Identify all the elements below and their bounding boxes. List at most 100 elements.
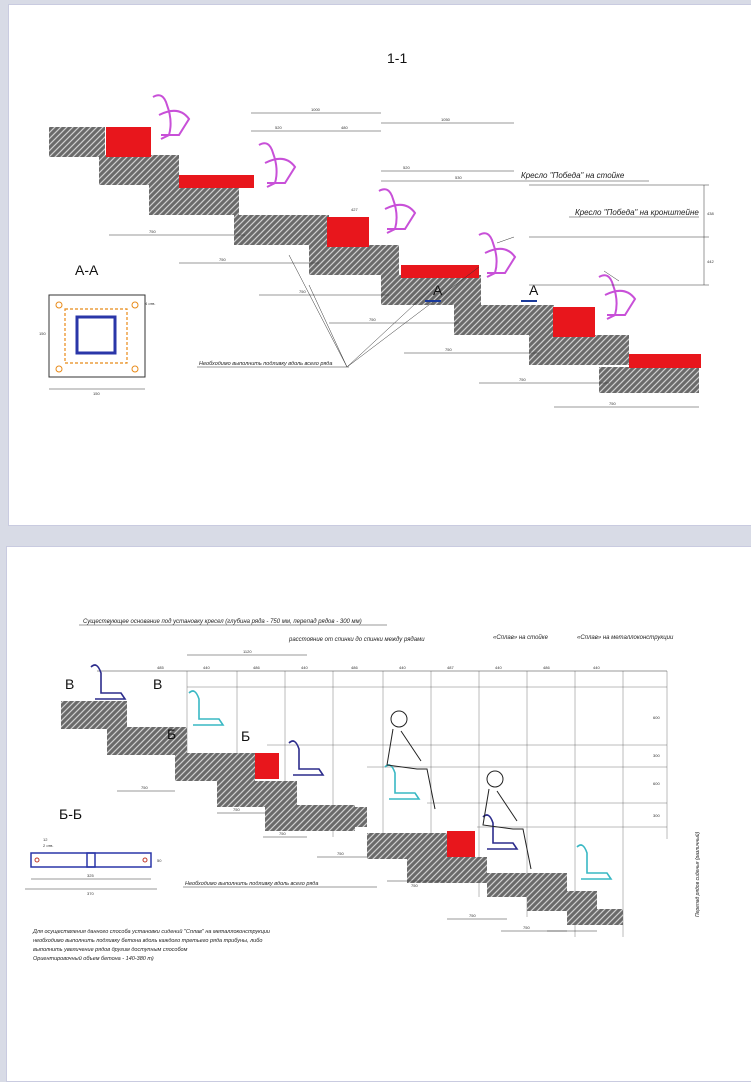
svg-text:150: 150 — [39, 331, 46, 336]
svg-text:50: 50 — [157, 858, 162, 863]
seat-icon — [576, 844, 613, 880]
svg-text:480: 480 — [341, 125, 348, 130]
svg-text:750: 750 — [609, 401, 616, 406]
underfill-block — [447, 831, 475, 857]
step-block — [309, 245, 399, 275]
svg-text:750: 750 — [519, 377, 526, 382]
step-block — [599, 367, 699, 393]
svg-text:300: 300 — [653, 813, 660, 818]
svg-text:520: 520 — [275, 125, 282, 130]
mounting-plate: 150 150 4 отв. — [39, 294, 156, 396]
step-block — [149, 185, 239, 215]
footer-note-line: Ориентировочный объем бетона - 140-380 т… — [33, 955, 154, 962]
svg-text:440: 440 — [593, 665, 600, 670]
step-block — [529, 335, 629, 365]
seat-icon — [152, 94, 191, 140]
svg-text:440: 440 — [301, 665, 308, 670]
drawing-bottom: Существующее основание под установку кре… — [25, 619, 701, 962]
step-block — [99, 155, 179, 185]
concrete-steps-bottom — [61, 701, 623, 925]
footer-note-line: Для осуществления данного способа устано… — [32, 928, 270, 935]
view-label-bb: Б-Б — [59, 806, 82, 822]
svg-text:150: 150 — [93, 391, 100, 396]
drawing-sheet-top: 1-1 — [8, 4, 751, 526]
svg-text:440: 440 — [203, 665, 210, 670]
svg-text:1050: 1050 — [441, 117, 451, 122]
svg-text:442: 442 — [707, 259, 714, 264]
svg-text:600: 600 — [653, 715, 660, 720]
svg-text:438: 438 — [707, 211, 714, 216]
underfill-block — [401, 265, 479, 278]
svg-text:750: 750 — [469, 913, 476, 918]
svg-text:370: 370 — [87, 891, 94, 896]
callout-splav-frame: «Сплав» на металлоконструкции — [577, 635, 674, 641]
section-title: 1-1 — [387, 50, 407, 66]
svg-text:530: 530 — [455, 175, 462, 180]
svg-text:600: 600 — [653, 781, 660, 786]
note-underfill-top: Необходимо выполнить подливку вдоль всег… — [199, 361, 332, 367]
underfill-block — [327, 217, 369, 247]
callout-seat-on-bracket: Кресло "Победа" на кронштейне — [575, 208, 699, 217]
seat-pobeda-group — [152, 94, 637, 320]
svg-text:750: 750 — [219, 257, 226, 262]
person-figure — [386, 710, 532, 870]
seat-icon — [384, 764, 421, 800]
concrete-steps — [49, 127, 699, 393]
section-marker-v: В — [153, 676, 162, 692]
seat-icon — [478, 232, 517, 278]
svg-text:750: 750 — [369, 317, 376, 322]
seat-icon — [288, 740, 325, 776]
dimension-lines — [109, 112, 709, 408]
svg-text:440: 440 — [399, 665, 406, 670]
underfill-blocks — [106, 127, 701, 368]
seat-icon — [188, 690, 225, 726]
svg-text:750: 750 — [141, 785, 148, 790]
svg-text:486: 486 — [351, 665, 358, 670]
drawing-top: 1-1 — [39, 50, 714, 408]
note-existing-base: Существующее основание под установку кре… — [83, 619, 362, 625]
note-underfill-bottom: Необходимо выполнить подливку вдоль всег… — [185, 881, 318, 887]
section-marker-a: А — [433, 282, 443, 298]
svg-text:486: 486 — [253, 665, 260, 670]
callout-seat-on-post: Кресло "Победа" на стойке — [521, 171, 625, 180]
svg-text:487: 487 — [447, 665, 454, 670]
svg-text:750: 750 — [445, 347, 452, 352]
svg-text:1120: 1120 — [243, 649, 252, 654]
svg-text:440: 440 — [495, 665, 502, 670]
section-marker-b: Б — [241, 728, 250, 744]
underfill-block — [553, 307, 595, 337]
seat-icon — [378, 188, 417, 234]
drawing-sheet-bottom: Существующее основание под установку кре… — [6, 546, 751, 1082]
seat-icon — [258, 142, 297, 188]
section-marker-a: А — [529, 282, 539, 298]
svg-text:325: 325 — [87, 873, 94, 878]
svg-text:485: 485 — [157, 665, 164, 670]
note-row-step: Перепад рядов сиденья (различный) — [694, 831, 701, 917]
seat-icon — [482, 814, 519, 850]
underfill-block — [179, 175, 254, 188]
svg-text:750: 750 — [337, 851, 344, 856]
section-marker-b: Б — [167, 726, 176, 742]
footer-note-line: необходимо выполнить подливку бетона вдо… — [33, 938, 262, 944]
underfill-block — [629, 354, 701, 368]
svg-text:750: 750 — [233, 807, 240, 812]
svg-text:750: 750 — [149, 229, 156, 234]
underfill-block — [106, 127, 151, 157]
section-marker-v: В — [65, 676, 74, 692]
svg-text:520: 520 — [403, 165, 410, 170]
step-block — [454, 305, 554, 335]
svg-text:750: 750 — [523, 925, 530, 930]
svg-text:486: 486 — [543, 665, 550, 670]
callout-splav-post: «Сплав» на стойке — [493, 634, 549, 641]
view-label-aa: А-А — [75, 262, 99, 278]
svg-text:427: 427 — [351, 207, 358, 212]
step-block — [234, 215, 329, 245]
mounting-bar: 12 2 отв. 325 370 50 — [25, 837, 162, 896]
svg-text:300: 300 — [653, 753, 660, 758]
step-block — [49, 127, 105, 157]
svg-text:750: 750 — [299, 289, 306, 294]
svg-text:750: 750 — [411, 883, 418, 888]
footer-note-line: выполнить увеличение рядов другим доступ… — [33, 947, 188, 953]
svg-text:750: 750 — [279, 831, 286, 836]
underfill-block — [255, 753, 279, 779]
